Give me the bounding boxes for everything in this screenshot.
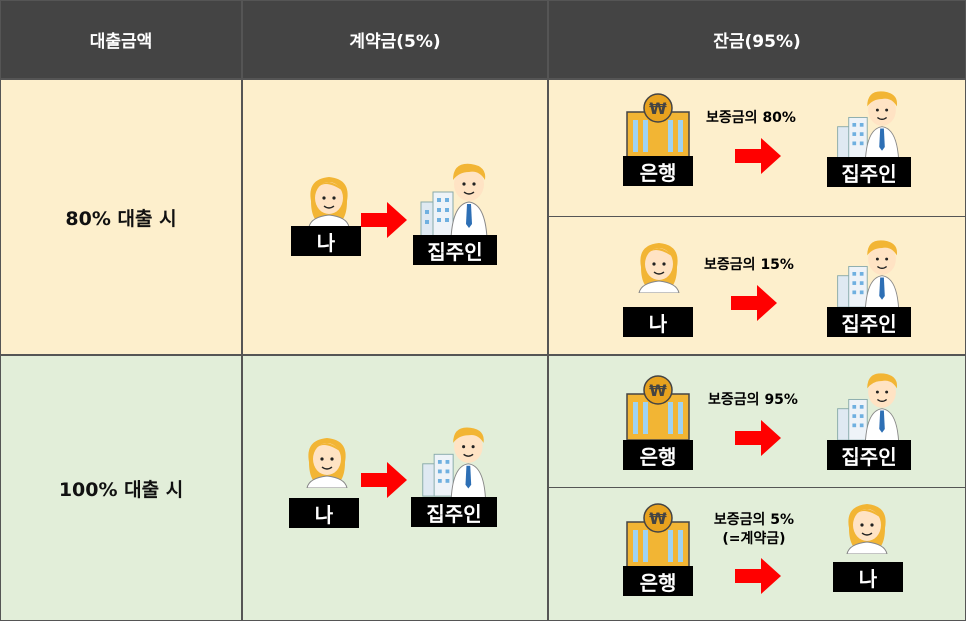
from-tag: 나 (291, 226, 361, 256)
red-arrow-icon (361, 202, 407, 238)
amount-note: 보증금의 80% (706, 110, 796, 126)
from-tag: 은행 (623, 566, 693, 596)
red-arrow-icon (361, 462, 407, 498)
woman-icon (638, 243, 680, 293)
woman-icon (308, 177, 350, 227)
amount-note: 보증금의 5% (713, 512, 795, 528)
from-tag: 은행 (623, 156, 693, 186)
row-label-80: 80% 대출 시 (0, 79, 242, 355)
to-tag: 집주인 (411, 497, 497, 527)
bank-icon: ₩ (626, 375, 690, 440)
balance-row-bank-100: ₩ 은행 보증금의 95% 집주인 (549, 356, 965, 488)
landlord-icon (422, 427, 486, 498)
landlord-icon (837, 91, 900, 160)
deposit-cell-100: 나 집주인 (242, 355, 548, 621)
row-label-100: 100% 대출 시 (0, 355, 242, 621)
svg-text:₩: ₩ (649, 509, 667, 528)
to-tag: 집주인 (827, 440, 911, 470)
from-tag: 나 (289, 498, 359, 528)
to-tag: 집주인 (827, 157, 911, 187)
balance-row-bank-refund-100: ₩ 은행 보증금의 5% (=계약금) 나 (549, 488, 965, 620)
balance-cell-100: ₩ 은행 보증금의 95% 집주인 ₩ (548, 355, 966, 621)
bank-icon: ₩ (626, 503, 690, 568)
deposit-cell-80: 나 집주인 (242, 79, 548, 355)
header-balance: 잔금(95%) (548, 0, 966, 79)
red-arrow-icon (735, 420, 781, 456)
to-tag: 집주인 (827, 307, 911, 337)
landlord-icon (837, 240, 900, 309)
red-arrow-icon (735, 558, 781, 594)
bank-icon: ₩ (626, 93, 690, 158)
amount-note: 보증금의 15% (704, 257, 794, 273)
balance-cell-80: ₩ 은행 보증금의 80% 집주인 (548, 79, 966, 355)
red-arrow-icon (731, 285, 777, 321)
header-deposit: 계약금(5%) (242, 0, 548, 79)
from-tag: 나 (623, 307, 693, 337)
landlord-icon (837, 373, 900, 442)
svg-text:₩: ₩ (649, 381, 667, 400)
balance-row-bank-80: ₩ 은행 보증금의 80% 집주인 (549, 80, 965, 217)
amount-note: 보증금의 95% (708, 392, 798, 408)
red-arrow-icon (735, 138, 781, 174)
from-tag: 은행 (623, 440, 693, 470)
woman-icon (306, 438, 348, 488)
header-loan-amount: 대출금액 (0, 0, 242, 79)
to-tag: 집주인 (413, 235, 497, 265)
balance-row-self-80: 나 보증금의 15% 집주인 (549, 217, 965, 354)
woman-icon (846, 504, 888, 554)
landlord-icon (420, 163, 488, 238)
to-tag: 나 (833, 562, 903, 592)
svg-text:₩: ₩ (649, 99, 667, 118)
amount-note-detail: (=계약금) (722, 531, 786, 547)
